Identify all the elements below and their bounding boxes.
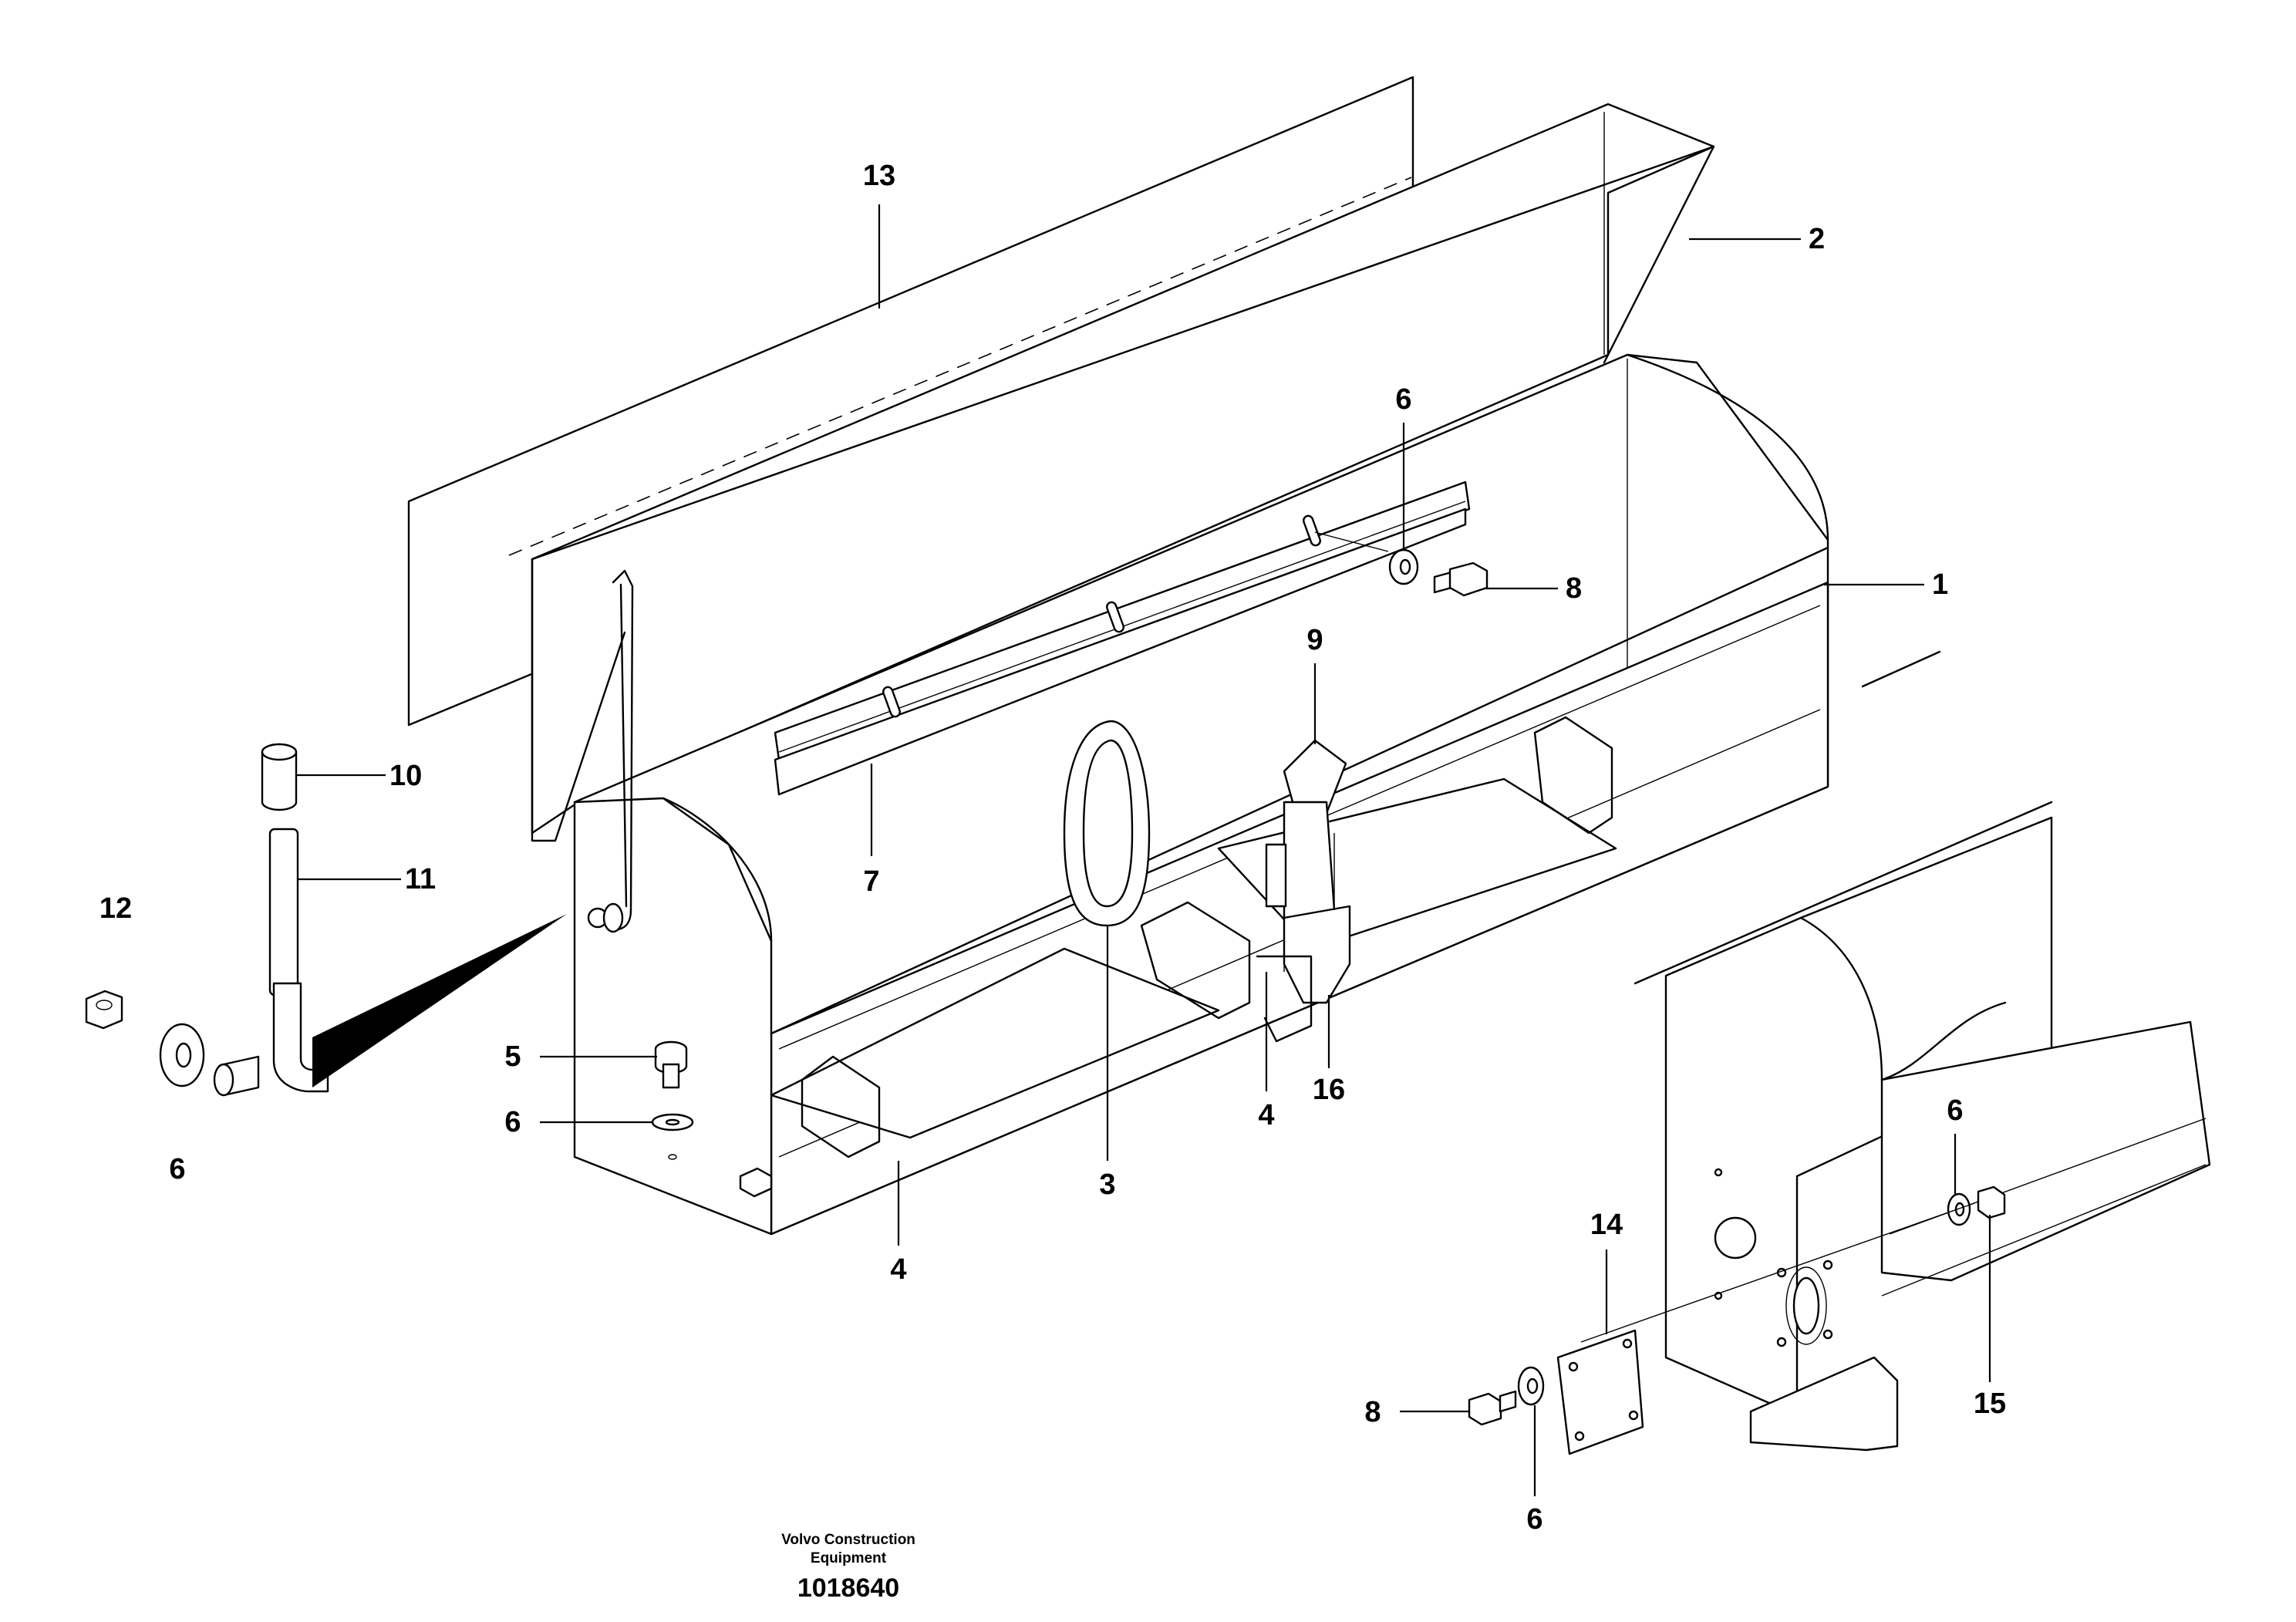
part-11-rod [268, 828, 299, 996]
callout-4-mid: 4 [1258, 1099, 1274, 1131]
part-15-nut [1977, 1185, 2006, 1219]
part-6-washer-left [159, 1023, 205, 1088]
part-6-washer-bottom [1517, 1366, 1545, 1406]
callout-14: 14 [1590, 1209, 1623, 1241]
callout-6-right: 6 [1947, 1094, 1963, 1127]
callout-2: 2 [1809, 223, 1825, 255]
leader-lines [297, 204, 1991, 1496]
part-6-washer-top [1388, 548, 1419, 585]
detail-wedge [312, 914, 567, 1088]
part-6-washer-mid [651, 1113, 694, 1160]
callout-5: 5 [504, 1040, 521, 1073]
callout-15: 15 [1974, 1388, 2006, 1420]
bent-pin [213, 982, 329, 1097]
part-8-bolt-bottom [1468, 1390, 1517, 1426]
caption: Volvo Construction Equipment 1018640 [781, 1532, 915, 1603]
callout-10: 10 [389, 760, 422, 792]
callout-6-bottom: 6 [1526, 1503, 1542, 1536]
callout-6-left: 6 [169, 1153, 185, 1185]
side-rod [602, 569, 634, 933]
callout-9: 9 [1306, 624, 1323, 656]
callout-12: 12 [99, 892, 132, 925]
part-3-handle [1063, 720, 1151, 927]
callout-7: 7 [863, 865, 879, 898]
caption-line-2: Equipment [811, 1550, 887, 1566]
part-6-washer-right [1947, 1192, 1971, 1226]
caption-line-1: Volvo Construction [781, 1532, 915, 1548]
part-2-lid [531, 103, 1715, 842]
axis-line [1580, 1202, 1975, 1343]
part-5-bolt [654, 1040, 688, 1089]
part-14-plate [1556, 1329, 1644, 1455]
callout-8-top: 8 [1566, 572, 1582, 605]
part-7-rail [774, 481, 1471, 796]
frame-member [1633, 801, 2211, 1452]
callout-4-bottom: 4 [890, 1253, 906, 1286]
caption-number: 1018640 [797, 1573, 899, 1603]
spare-line [1861, 650, 1941, 688]
callout-3: 3 [1099, 1168, 1115, 1201]
part-12-nut [85, 990, 123, 1030]
callout-numbers: 13 2 6 8 1 9 10 11 12 7 6 5 6 3 4 4 16 1… [99, 160, 2006, 1536]
callout-1: 1 [1932, 568, 1948, 601]
callout-8-bottom: 8 [1364, 1396, 1381, 1428]
callout-11: 11 [405, 863, 436, 895]
callout-6-top: 6 [1395, 383, 1411, 416]
callout-13: 13 [863, 160, 895, 192]
callout-6-mid: 6 [504, 1106, 521, 1138]
part-10-cap [261, 743, 298, 811]
callout-16: 16 [1313, 1074, 1345, 1106]
part-9-16-latch [1256, 739, 1351, 1043]
